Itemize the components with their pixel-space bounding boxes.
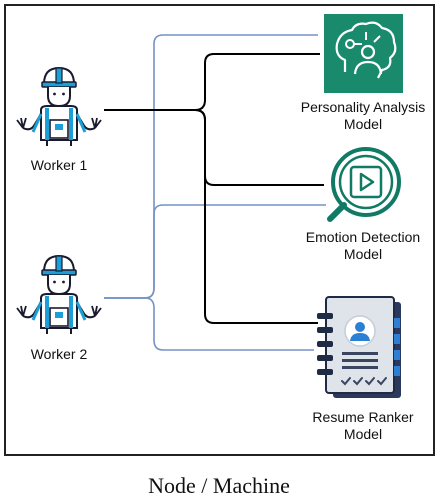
connector-worker1-resume	[104, 109, 318, 324]
brain-gear-person-icon	[324, 14, 403, 93]
connector-worker2-resume	[104, 297, 314, 351]
connector-worker2-emotion	[104, 204, 326, 299]
worker-1-node[interactable]: Worker 1	[15, 66, 103, 173]
diagram-caption: Node / Machine	[148, 473, 290, 498]
emotion-detection-model-node[interactable]: Emotion Detection Model	[306, 147, 420, 262]
worker-1-label: Worker 1	[31, 157, 88, 173]
personality-model-label-line1: Personality Analysis	[301, 99, 426, 115]
resume-model-label-line1: Resume Ranker	[312, 409, 413, 425]
resume-model-label-line2: Model	[344, 426, 382, 442]
worker-1-connections	[104, 53, 324, 324]
resume-document-icon	[317, 296, 401, 398]
personality-analysis-model-node[interactable]: Personality Analysis Model	[301, 14, 426, 132]
emotion-model-label-line2: Model	[344, 246, 382, 262]
magnifier-video-icon	[327, 147, 401, 222]
connector-worker1-personality	[104, 53, 320, 111]
personality-model-label-line2: Model	[344, 116, 382, 132]
emotion-model-label-line1: Emotion Detection	[306, 229, 420, 245]
resume-ranker-model-node[interactable]: Resume Ranker Model	[312, 296, 414, 442]
worker-2-connections	[104, 34, 326, 351]
worker-2-label: Worker 2	[31, 346, 88, 362]
worker-2-node[interactable]: Worker 2	[15, 254, 103, 362]
